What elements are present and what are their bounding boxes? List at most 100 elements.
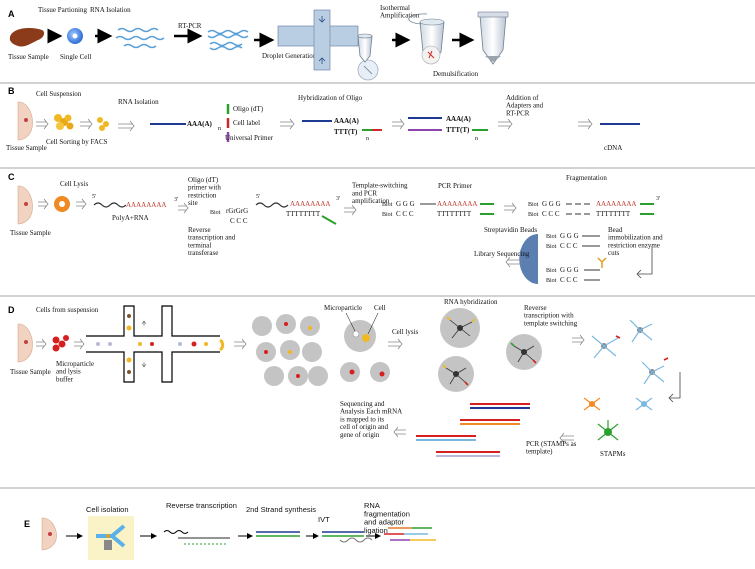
e-ivt-label: IVT xyxy=(318,515,330,524)
droplet-icon xyxy=(344,320,376,352)
double-arrow-icon xyxy=(280,118,295,130)
amplification-tube-icon xyxy=(408,13,445,65)
c-pcr-primer-label: PCR Primer xyxy=(438,182,473,190)
a-tissue-sample-label: Tissue Sample xyxy=(8,53,49,61)
c-ggg-label: G G G xyxy=(396,200,415,208)
panel-letter-c: C xyxy=(8,172,15,182)
d-rna-hybridization-label: RNA hybridization xyxy=(444,298,498,306)
double-arrow-icon xyxy=(178,202,189,214)
rna-wave-icon xyxy=(255,202,289,208)
c-fragmentation-label: Fragmentation xyxy=(566,174,607,182)
e-cell-isolation-label: Cell isolation xyxy=(86,505,129,514)
pcr-products-icon xyxy=(416,403,530,457)
panel-a: A Tissue Sample Tissue Partioning Single… xyxy=(8,4,509,81)
fragments-icon xyxy=(384,527,436,541)
elbow-arrow-icon xyxy=(668,372,681,403)
c-biot3-label: Biot xyxy=(382,212,393,218)
c-ggg2-label: G G G xyxy=(542,200,561,208)
cdna-strand-icon xyxy=(209,45,243,51)
b-cdna-label: cDNA xyxy=(604,144,622,152)
streptavidin-bead-icon xyxy=(519,234,538,284)
restriction-enzyme-icon xyxy=(597,257,607,268)
tube-icon xyxy=(357,33,373,63)
c-atail2-label: AAAAAAAA xyxy=(290,200,330,208)
c-biot7-label: Biot xyxy=(546,244,557,250)
elbow-arrow-icon xyxy=(636,246,653,279)
c-3prime-label: 3' xyxy=(174,197,178,203)
c-biot2-label: Biot xyxy=(382,202,393,208)
c-3prime3-label: 3' xyxy=(656,196,660,202)
c-tissue-sample-label: Tissue Sample xyxy=(10,229,51,237)
b-universal-primer-label: Universal Primer xyxy=(225,134,274,142)
c-cell-lysis-label: Cell Lysis xyxy=(60,180,88,188)
c-ccc-label: C C C xyxy=(230,217,248,225)
double-arrow-icon xyxy=(234,338,247,350)
double-arrow-icon xyxy=(36,118,49,130)
double-arrow-icon xyxy=(76,198,87,210)
a-single-cell-label: Single Cell xyxy=(60,53,91,61)
a-demulsification-label: Demulsification xyxy=(433,70,479,78)
primer-line-icon xyxy=(321,215,337,225)
panel-letter-b: B xyxy=(8,86,15,96)
panel-letter-d: D xyxy=(8,305,15,315)
c-rgrgrg-label: rGrGrG xyxy=(226,207,248,215)
b-n3-label: n xyxy=(475,136,478,142)
b-cell-label-label: Cell label xyxy=(233,119,260,127)
c-ccc4-label: C C C xyxy=(560,242,578,250)
a-droplet-generation-label: Droplet Generation xyxy=(262,52,317,60)
d-stapms-label: STAPMs xyxy=(600,450,626,458)
tissue-spot-icon xyxy=(24,340,28,344)
c-5prime-label: 5' xyxy=(92,194,96,200)
double-arrow-icon xyxy=(344,204,357,216)
panel-letter-e: E xyxy=(24,519,30,529)
c-biot5-label: Biot xyxy=(528,212,539,218)
b-cell-sorting-label: Cell Sorting by FACS xyxy=(46,138,108,146)
c-atail4-label: AAAAAAAA xyxy=(596,200,636,208)
b-aaa-label: AAA(A) xyxy=(187,120,213,128)
c-ccc3-label: C C C xyxy=(542,210,560,218)
hybridization-droplets-icon xyxy=(438,308,542,392)
b-cell-suspension-label: Cell Suspension xyxy=(36,90,82,98)
b-tissue-sample-label: Tissue Sample xyxy=(6,144,47,152)
droplet-icon xyxy=(370,362,390,382)
e-second-strand-label: 2nd Strand synthesis xyxy=(246,505,316,514)
double-arrow-icon xyxy=(393,426,406,438)
double-arrow-icon xyxy=(578,118,593,130)
stamps-cluster-icon xyxy=(591,319,669,385)
d-cell-lysis-label: Cell lysis xyxy=(392,328,419,336)
microparticle-icon xyxy=(352,330,360,338)
b-aaa3-label: AAA(A) xyxy=(446,115,472,123)
b-hybridization-label: Hybridization of Oligo xyxy=(298,94,363,102)
c-5prime2-label: 5' xyxy=(256,194,260,200)
double-arrow-icon xyxy=(559,432,574,444)
cdna-strand-icon xyxy=(207,33,249,39)
c-tttt2-label: TTTTTTTT xyxy=(437,210,472,218)
microfluidic-channel-icon xyxy=(86,305,220,383)
double-arrow-icon xyxy=(118,120,135,132)
c-tttt3-label: TTTTTTTT xyxy=(596,210,631,218)
droplet-icon xyxy=(218,338,225,352)
a-tissue-partitioning-label: Tissue Partioning xyxy=(38,6,87,14)
c-atail3-label: AAAAAAAA xyxy=(437,200,477,208)
c-atail-label: AAAAAAAA xyxy=(126,201,166,209)
a-rt-pcr-label: RT-PCR xyxy=(178,22,202,30)
b-rna-isolation-label: RNA Isolation xyxy=(118,98,159,106)
d-cell-label: Cell xyxy=(374,304,386,312)
red-cells-icon xyxy=(52,335,69,352)
double-arrow-icon xyxy=(80,118,93,130)
panel-b: B Tissue Sample Cell Suspension Cell Sor… xyxy=(6,86,640,152)
double-arrow-icon xyxy=(504,202,517,214)
double-arrow-icon xyxy=(74,338,85,350)
c-ccc5-label: C C C xyxy=(560,276,578,284)
c-ggg3-label: G G G xyxy=(560,232,579,240)
cell-icon xyxy=(362,334,370,342)
rna-wave-icon xyxy=(93,202,127,208)
